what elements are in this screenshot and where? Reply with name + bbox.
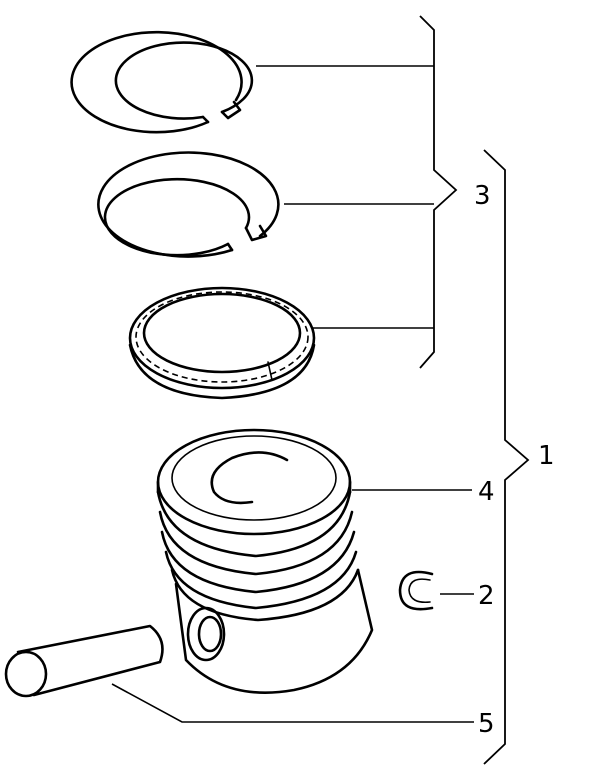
piston-ring-top	[70, 30, 254, 134]
leader-piston-pin	[111, 683, 474, 723]
circlip	[398, 570, 434, 611]
oil-control-ring	[128, 286, 316, 400]
callout-4: 4	[478, 477, 495, 507]
rings-bracket	[419, 15, 458, 369]
callout-5: 5	[478, 709, 495, 739]
piston-ring-middle	[97, 151, 280, 258]
assembly-bracket	[483, 149, 530, 765]
callout-3: 3	[474, 181, 491, 211]
piston	[156, 428, 374, 694]
piston-pin	[4, 624, 164, 698]
callout-2: 2	[478, 581, 495, 611]
callout-1: 1	[538, 441, 555, 471]
